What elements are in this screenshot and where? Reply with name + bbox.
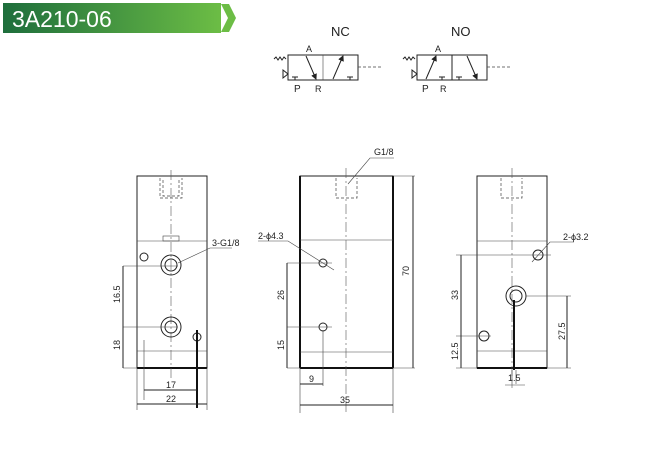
no-title: NO (451, 24, 471, 39)
dim-label: 35 (340, 395, 350, 405)
left-view: 3-G1/8 16.5 18 17 22 (112, 170, 240, 410)
port-p-label: P (294, 84, 301, 95)
right-view: 2-ϕ3.2 33 12.5 27.5 1.5 (450, 168, 589, 388)
dim-label: 33 (450, 290, 460, 300)
header-banner: 3A210-06 (3, 3, 236, 33)
no-symbol: NO A P R (402, 24, 511, 95)
nc-title: NC (331, 24, 350, 39)
spring-icon (273, 56, 287, 61)
dim-label: 16.5 (112, 285, 122, 303)
port-label: 3-G1/8 (212, 238, 240, 248)
port-r-label: R (440, 84, 447, 94)
dim-label: 70 (401, 266, 411, 276)
chevron-icon (221, 4, 236, 32)
dim-label: 15 (276, 340, 286, 350)
port-label: G1/8 (374, 147, 394, 157)
dim-label: 9 (309, 374, 314, 384)
pilot-triangle-icon (282, 68, 289, 80)
middle-view: G1/8 2-ϕ4.3 70 26 15 9 35 (258, 147, 415, 413)
port-r-label: R (315, 84, 322, 94)
model-title: 3A210-06 (12, 6, 112, 32)
dim-label: 22 (166, 394, 176, 404)
port-a-label: A (435, 44, 441, 54)
hole-label: 2-ϕ4.3 (258, 231, 284, 241)
dim-label: 27.5 (557, 322, 567, 340)
dim-label: 26 (276, 290, 286, 300)
pilot-triangle-icon (411, 68, 418, 80)
dim-label: 18 (112, 340, 122, 350)
dim-label: 12.5 (450, 342, 460, 360)
hole-label: 2-ϕ3.2 (563, 232, 589, 242)
dim-label: 1.5 (508, 373, 521, 383)
nc-symbol: NC A P R (273, 24, 382, 95)
port-p-label: P (422, 84, 429, 95)
spring-icon (402, 56, 416, 61)
port-a-label: A (306, 44, 312, 54)
dim-label: 17 (166, 380, 176, 390)
